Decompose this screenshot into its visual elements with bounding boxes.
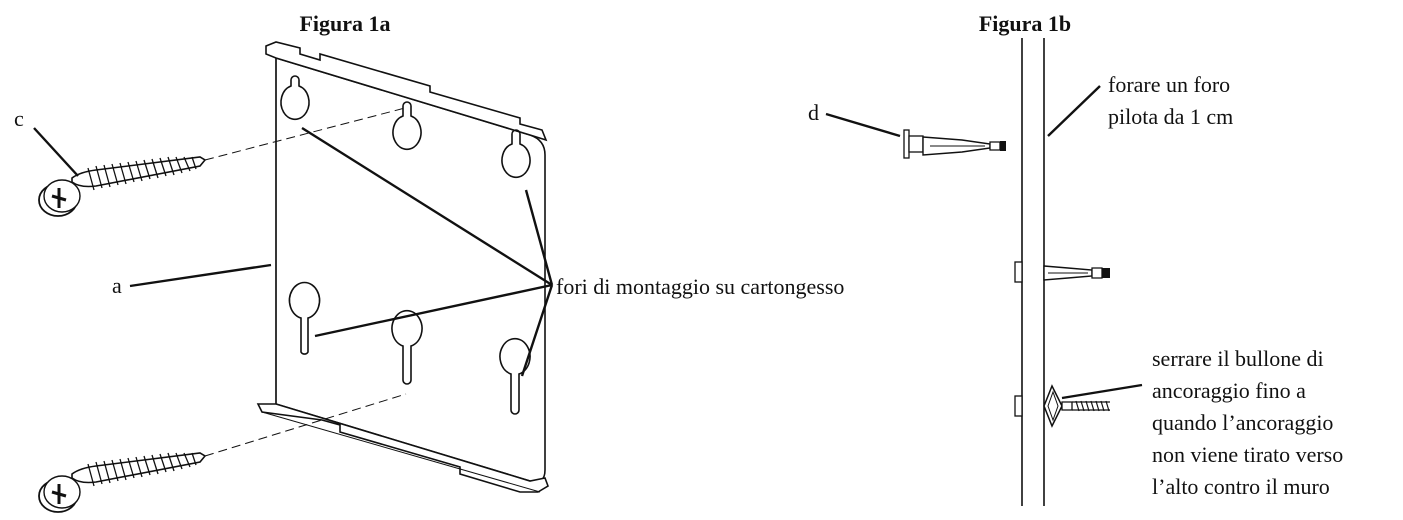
pilot-hole-leader	[1047, 85, 1101, 137]
figure-1b-title: Figura 1b	[979, 11, 1071, 36]
tighten-line-3: quando l’ancoraggio	[1152, 410, 1333, 435]
label-d-leader	[825, 112, 901, 138]
keyhole-6	[499, 337, 531, 415]
wall	[1021, 38, 1045, 506]
tighten-line-5: l’alto contro il muro	[1152, 474, 1330, 499]
wall-anchor-loose	[903, 129, 1006, 159]
tighten-line-2: ancoraggio fino a	[1152, 378, 1306, 403]
keyhole-4	[288, 281, 321, 355]
holes-leader-lines	[301, 126, 554, 377]
pilot-hole-label-line1: forare un foro	[1108, 72, 1230, 97]
label-a: a	[112, 273, 122, 298]
tighten-instructions: serrare il bullone di ancoraggio fino a …	[1152, 346, 1343, 499]
keyhole-1	[280, 75, 310, 121]
screw-lower-guide	[204, 393, 407, 457]
tighten-line-1: serrare il bullone di	[1152, 346, 1324, 371]
tighten-line-4: non viene tirato verso	[1152, 442, 1343, 467]
pilot-hole-label-line2: pilota da 1 cm	[1108, 104, 1233, 129]
screw-lower	[38, 452, 207, 513]
keyhole-2	[392, 101, 422, 151]
holes-label: fori di montaggio su cartongesso	[556, 274, 844, 299]
wall-anchor-inserted	[1014, 261, 1110, 283]
screw-upper	[38, 156, 207, 217]
drywall-mounting-holes	[280, 75, 531, 415]
figure-1b: Figura 1b d forare un foro pilota da 1 c…	[808, 11, 1343, 506]
mounting-plate	[256, 41, 549, 493]
figure-1a-title: Figura 1a	[299, 11, 390, 36]
keyhole-5	[391, 309, 423, 385]
keyhole-3	[501, 129, 531, 179]
figure-1a: Figura 1a fori di mont	[14, 11, 844, 513]
screw-upper-guide	[204, 107, 406, 161]
label-a-leader	[129, 263, 272, 288]
label-d: d	[808, 100, 819, 125]
label-c-leader	[33, 127, 79, 177]
tighten-leader	[1061, 383, 1143, 400]
label-c: c	[14, 106, 24, 131]
wall-anchor-expanded	[1014, 384, 1110, 428]
